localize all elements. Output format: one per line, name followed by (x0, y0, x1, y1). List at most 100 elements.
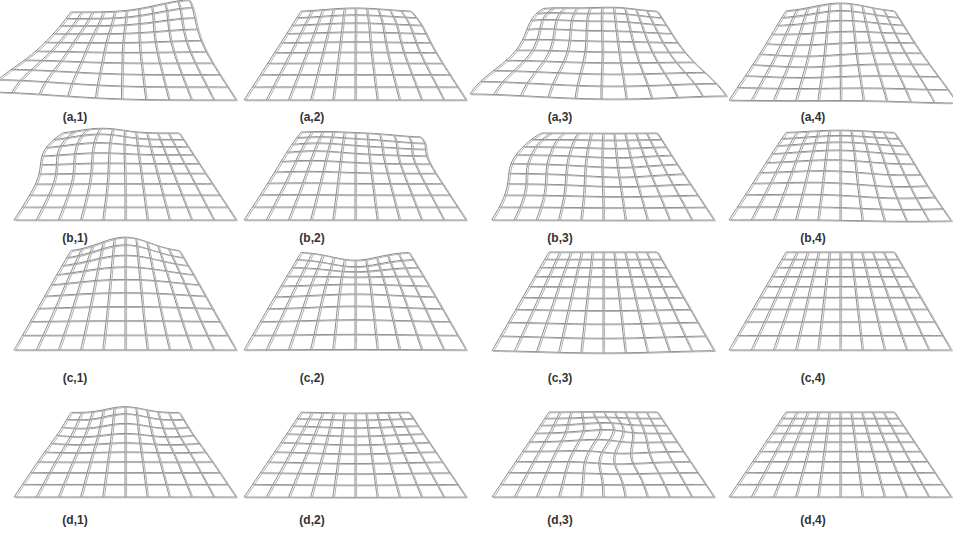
mesh-line (58, 434, 195, 437)
mesh-line (269, 463, 444, 465)
mesh-grid (14, 128, 238, 221)
mesh-line (510, 323, 699, 325)
mesh-line (533, 140, 663, 142)
mesh-line (294, 268, 420, 272)
mesh-line (524, 298, 685, 300)
mesh-line (41, 174, 207, 176)
mesh-line (761, 54, 922, 57)
mesh-line (262, 473, 451, 475)
mesh-line (378, 9, 400, 100)
mesh-line (55, 135, 184, 141)
mesh-line (303, 132, 423, 137)
mesh-line (533, 20, 668, 26)
mesh-line (739, 208, 944, 211)
panel-label: (b,1) (62, 231, 87, 245)
mesh-line (739, 88, 949, 90)
mesh-line (493, 220, 715, 221)
mesh-line (46, 294, 207, 297)
mesh-line (246, 350, 468, 351)
mesh-line (754, 183, 929, 187)
mesh-line (288, 33, 427, 35)
mesh-line (542, 423, 668, 426)
mesh-line (788, 412, 896, 413)
mesh-line (747, 77, 940, 79)
mesh-line (46, 143, 188, 148)
mesh-line (246, 100, 468, 101)
mesh-line (298, 260, 414, 267)
mesh-line (731, 350, 953, 351)
mesh-line (104, 239, 115, 350)
mesh-line (788, 131, 896, 133)
mesh-line (472, 95, 728, 100)
mesh-line (502, 337, 707, 339)
mesh-line (294, 24, 423, 26)
mesh-line (546, 418, 662, 419)
mesh-line (517, 462, 691, 464)
mesh-line (761, 171, 922, 175)
mesh-line (513, 164, 679, 168)
mesh-line (303, 9, 413, 12)
mesh-line (518, 51, 687, 53)
mesh-line (524, 40, 679, 43)
mesh-line (68, 8, 194, 19)
mesh-line (73, 238, 181, 251)
mesh-line (502, 485, 707, 486)
mesh-line (754, 309, 929, 310)
mesh-line (779, 143, 905, 147)
mesh-line (545, 8, 659, 12)
mesh-line (495, 71, 706, 75)
mesh-line (747, 195, 936, 199)
mesh-line (47, 41, 203, 43)
mesh-line (46, 452, 207, 454)
mesh-line (508, 61, 696, 63)
mesh-line (536, 277, 673, 278)
mesh-line (731, 221, 953, 222)
panel-label: (a,2) (300, 110, 325, 124)
mesh-line (64, 424, 190, 429)
mesh-line (294, 144, 427, 150)
mesh-line (783, 136, 899, 139)
mesh-line (783, 419, 899, 420)
mesh-line (269, 183, 444, 185)
mesh-line (546, 260, 662, 261)
mesh-line (731, 497, 953, 498)
mesh-line (312, 10, 335, 101)
panel-label: (c,3) (548, 371, 573, 385)
mesh-line (137, 239, 148, 350)
mesh-line (366, 8, 377, 100)
mesh-line (276, 453, 437, 455)
mesh-line (32, 473, 221, 474)
mesh-line (840, 3, 841, 101)
panel-label: (b,3) (547, 231, 572, 245)
panel-label: (d,2) (299, 513, 324, 527)
mesh-line (531, 287, 679, 288)
mesh-line (65, 129, 181, 134)
mesh-line (510, 473, 699, 474)
mesh-line (356, 261, 357, 350)
panel-label: (a,3) (548, 110, 573, 124)
mesh-line (283, 443, 431, 445)
mesh-line (288, 277, 425, 279)
mesh-line (494, 497, 716, 498)
mesh-line (24, 207, 229, 208)
mesh-line (334, 9, 345, 101)
mesh-line (773, 151, 910, 155)
mesh-line (739, 336, 944, 337)
mesh-line (288, 152, 428, 157)
mesh-line (334, 260, 345, 350)
mesh-line (73, 407, 181, 413)
mesh-grid (244, 8, 468, 101)
mesh-grid (14, 237, 238, 351)
mesh-line (16, 497, 238, 498)
mesh-line (841, 131, 842, 221)
mesh-line (68, 246, 184, 259)
mesh-grid (729, 412, 953, 498)
mesh-line (366, 259, 377, 349)
mesh-line (333, 8, 344, 100)
mesh-line (517, 310, 692, 311)
panel-label: (d,3) (547, 513, 572, 527)
mesh-line (768, 287, 916, 288)
mesh-line (788, 252, 896, 253)
